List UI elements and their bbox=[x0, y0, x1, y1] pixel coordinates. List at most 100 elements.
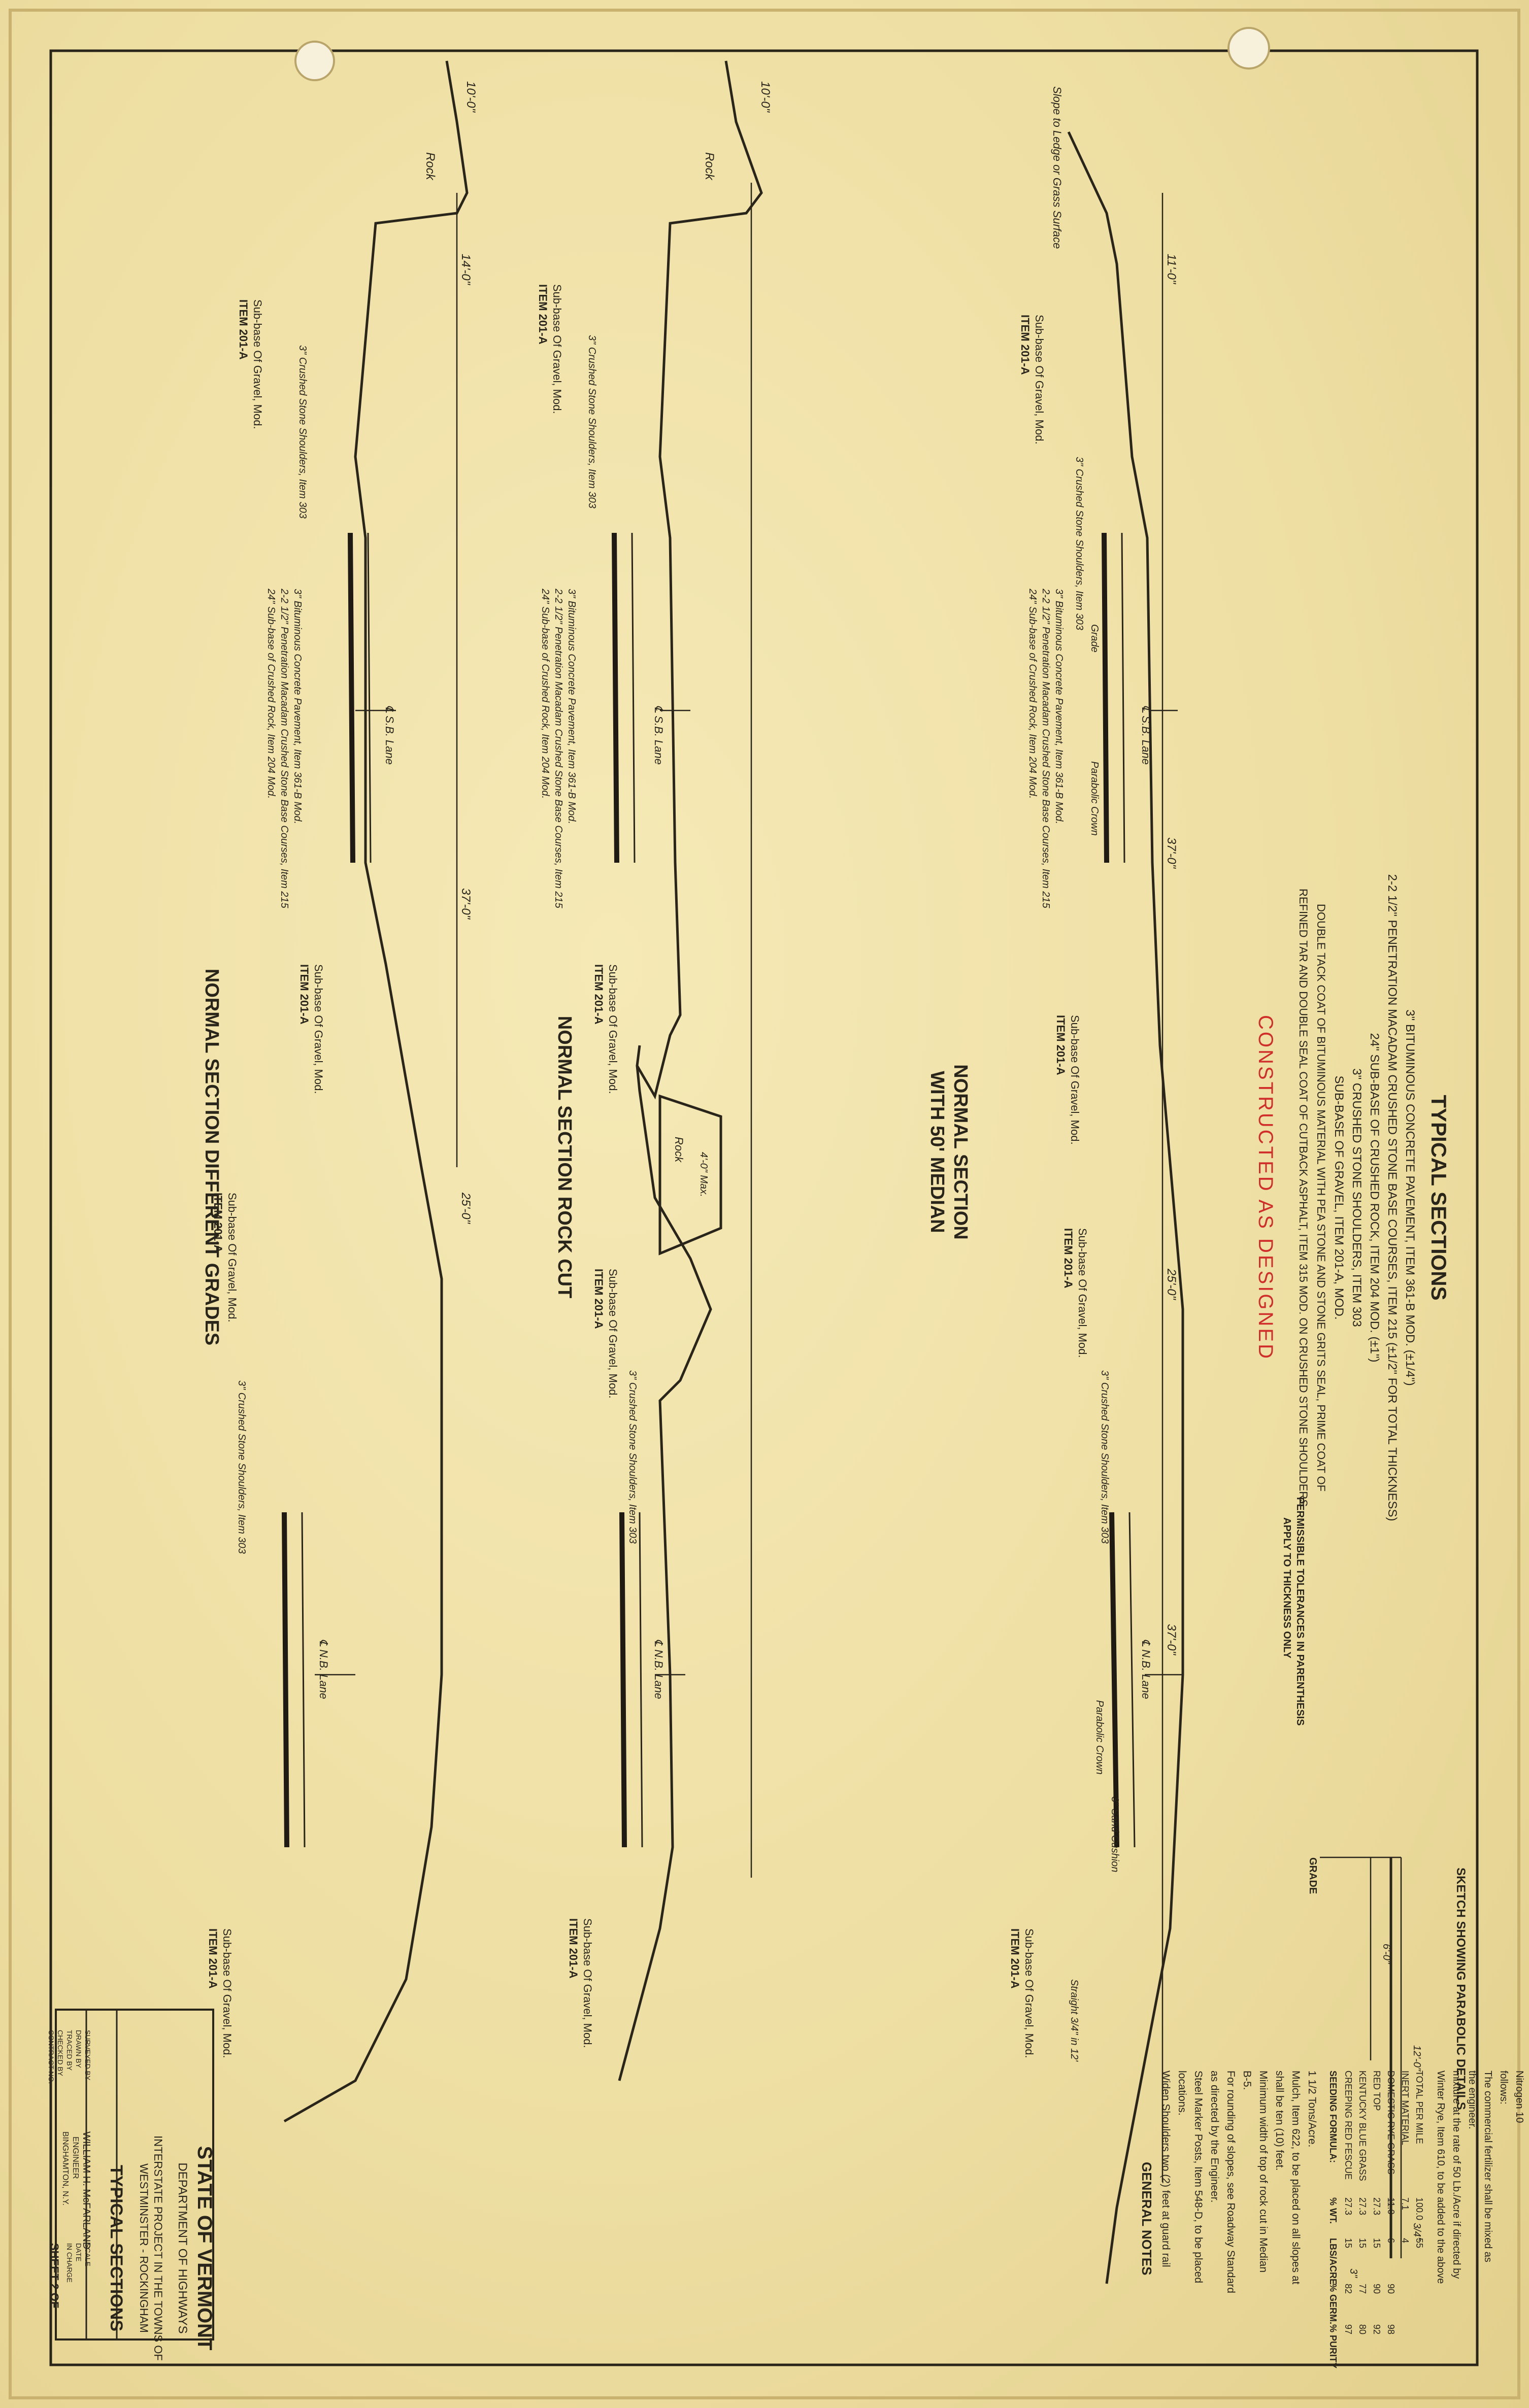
s1-shoulder2-group: 3" Crushed Stone Shoulders, Item 303 bbox=[1099, 1370, 1110, 1544]
subbase-label: Sub-base Of Gravel, Mod. bbox=[226, 1193, 239, 1322]
title-block-field: SURVEYED BY bbox=[84, 2030, 92, 2081]
s3-sb-lane-group: ℄ S.B. Lane bbox=[383, 705, 396, 765]
seeding-cell: 15 bbox=[1357, 2238, 1368, 2248]
pavement-note: 3" BITUMINOUS CONCRETE PAVEMENT, ITEM 36… bbox=[1403, 1009, 1417, 1385]
parabolic-grade-label: GRADE bbox=[1307, 1857, 1318, 1894]
subbase-label: Sub-base Of Gravel, Mod. bbox=[607, 1269, 619, 1399]
subbase-label: Sub-base Of Gravel, Mod. bbox=[1023, 1928, 1036, 2058]
subbase-label: Sub-base Of Gravel, Mod. bbox=[1076, 1228, 1089, 1358]
section-title-grades-group: NORMAL SECTION DIFFERENT GRADES bbox=[201, 969, 222, 1345]
nb-lane-label: ℄ N.B. Lane bbox=[652, 1639, 665, 1699]
parabolic-crown-label: Parabolic Crown bbox=[1089, 761, 1100, 836]
seeding-cell: 7.1 bbox=[1400, 2197, 1410, 2210]
subbase-label: Sub-base Of Gravel, Mod. bbox=[221, 1928, 234, 2058]
general-note-line: as directed by the Engineer. bbox=[1209, 2071, 1220, 2202]
s3-shoulder-group: 3" Crushed Stone Shoulders, Item 303 bbox=[297, 345, 308, 519]
s3-dim-top-group: 10'-0" bbox=[464, 81, 478, 113]
bit-concrete-label: 3" Bituminous Concrete Pavement, Item 36… bbox=[566, 589, 577, 824]
seeding-cell: 27.3 bbox=[1343, 2197, 1353, 2215]
crushed-rock-label: 24" Sub-base of Crushed Rock, Item 204 M… bbox=[1027, 588, 1038, 799]
item-label: ITEM 201-A bbox=[1054, 1015, 1067, 1075]
title-block-field: SCALE bbox=[84, 2243, 92, 2266]
s2-subbase-group: Sub-base Of Gravel, Mod. ITEM 201-A bbox=[537, 284, 563, 414]
rock-label: Rock bbox=[703, 152, 716, 181]
item-label: ITEM 201-A bbox=[237, 299, 250, 360]
seeding-cell: 92 bbox=[1372, 2324, 1382, 2334]
s1-slope-label-group: Slope to Ledge or Grass Surface bbox=[1051, 86, 1063, 249]
item-label: ITEM 201-A bbox=[212, 1193, 224, 1253]
rock-label: Rock bbox=[673, 1137, 685, 1163]
parabolic-grade-group: GRADE bbox=[1307, 1857, 1318, 1894]
s1-nb-lane-group: ℄ N.B. Lane bbox=[1140, 1639, 1152, 1699]
s1-grade-group: Grade bbox=[1089, 624, 1100, 653]
seeding-cell: 15 bbox=[1343, 2238, 1353, 2248]
parabolic-sketch-title: SKETCH SHOWING PARABOLIC DETAILS bbox=[1454, 1868, 1468, 2110]
subbase-label: Sub-base Of Gravel, Mod. bbox=[581, 1918, 594, 2048]
s1-subbase4-group: Sub-base Of Gravel, Mod. ITEM 201-A bbox=[1009, 1928, 1036, 2058]
section-grades-pavement-nb bbox=[282, 1512, 289, 1848]
sb-lane-label: ℄ S.B. Lane bbox=[383, 705, 396, 765]
rock-label: Rock bbox=[423, 152, 437, 181]
title-block-engineer: BINGHAMTON, N.Y. bbox=[61, 2131, 70, 2206]
s2-shoulder2-group: 3" Crushed Stone Shoulders, Item 303 bbox=[627, 1370, 638, 1544]
section-median-pavement-nb bbox=[1109, 1512, 1119, 1848]
seeding-cell: KENTUCKY BLUE GRASS bbox=[1357, 2071, 1368, 2181]
s2-rock-median-group: Rock bbox=[673, 1137, 685, 1163]
pavement-note: 3" CRUSHED STONE SHOULDERS, ITEM 303 bbox=[1350, 1068, 1364, 1327]
title-block-state: STATE OF VERMONT bbox=[193, 2146, 216, 2351]
section-median-ground-line bbox=[1067, 131, 1184, 2284]
tolerance-note-line: PERMISSIBLE TOLERANCES IN PARENTHESIS bbox=[1294, 1497, 1306, 1725]
title-block-project: INTERSTATE PROJECT IN THE TOWNS OF bbox=[152, 2135, 164, 2361]
section-rockcut-base-nb bbox=[639, 1512, 643, 1848]
s2-sb-lane-group: ℄ S.B. Lane bbox=[652, 705, 665, 765]
seeding-cell: 77 bbox=[1357, 2284, 1368, 2294]
section-median-drawing bbox=[1067, 131, 1184, 2284]
binding-hole-left bbox=[294, 41, 335, 81]
subbase-label: Sub-base Of Gravel, Mod. bbox=[551, 284, 563, 414]
s3-subbase4-group: Sub-base Of Gravel, Mod. ITEM 201-A bbox=[207, 1928, 234, 2058]
subbase-label: Sub-base Of Gravel, Mod. bbox=[1069, 1015, 1081, 1145]
section-grades-ground-line bbox=[283, 60, 469, 2123]
nb-lane-label: ℄ N.B. Lane bbox=[1140, 1639, 1152, 1699]
title-block-project: WESTMINSTER - ROCKINGHAM bbox=[138, 2163, 150, 2333]
seeding-cell: 90 bbox=[1386, 2284, 1396, 2294]
general-note-line: For rounding of slopes, see Roadway Stan… bbox=[1225, 2071, 1237, 2293]
pavement-note-2-group: 24" SUB-BASE OF CRUSHED ROCK, ITEM 204 M… bbox=[1368, 1033, 1381, 1363]
seeding-header-cell: LBS/ACRE bbox=[1328, 2238, 1338, 2285]
shoulder-label: 3" Crushed Stone Shoulders, Item 303 bbox=[1074, 457, 1085, 630]
s1-bitconc-label-group: 3" Bituminous Concrete Pavement, Item 36… bbox=[1027, 588, 1065, 909]
section-rockcut-pavement-sb bbox=[612, 532, 619, 863]
subbase-label: Sub-base Of Gravel, Mod. bbox=[312, 964, 325, 1094]
seeding-note-line: Winter Rye, Item 610, to be added to the… bbox=[1435, 2071, 1446, 2284]
crushed-rock-label: 24" Sub-base of Crushed Rock, Item 204 M… bbox=[265, 588, 277, 799]
s3-subbase3-group: Sub-base Of Gravel, Mod. ITEM 201-A bbox=[212, 1193, 239, 1322]
title-block-field: TRACED BY bbox=[65, 2030, 74, 2071]
s2-subbase4-group: Sub-base Of Gravel, Mod. ITEM 201-A bbox=[567, 1918, 594, 2048]
s3-layers-group: 3" Bituminous Concrete Pavement, Item 36… bbox=[265, 588, 303, 909]
s2-dim-top-group: 10'-0" bbox=[758, 81, 772, 113]
seeding-cell: CREEPING RED FESCUE bbox=[1343, 2071, 1353, 2180]
title-block-box bbox=[55, 2009, 214, 2341]
main-title: TYPICAL SECTIONS bbox=[1427, 1095, 1451, 1300]
item-label: ITEM 201-A bbox=[1019, 315, 1032, 375]
dim-label: 4'-0" Max. bbox=[698, 1152, 709, 1197]
shoulder-label: 3" Crushed Stone Shoulders, Item 303 bbox=[297, 345, 308, 519]
section-title-rockcut: NORMAL SECTION ROCK CUT bbox=[554, 1016, 575, 1299]
tolerance-group: PERMISSIBLE TOLERANCES IN PARENTHESIS AP… bbox=[1281, 1497, 1306, 1725]
section-median-base-sb bbox=[1121, 532, 1125, 863]
seeding-header-cell: % PURITY bbox=[1328, 2324, 1338, 2368]
shoulder-label: 3" Crushed Stone Shoulders, Item 303 bbox=[627, 1370, 638, 1544]
general-notes-heading: GENERAL NOTES bbox=[1139, 2162, 1154, 2275]
title-block-engineer: WILLIAM H. McFARLAND bbox=[81, 2131, 92, 2249]
pavement-note: 24" SUB-BASE OF CRUSHED ROCK, ITEM 204 M… bbox=[1368, 1033, 1381, 1363]
general-note-line: locations. bbox=[1176, 2071, 1188, 2116]
seeding-cell: 4 bbox=[1400, 2238, 1410, 2243]
s2-rock-group: Rock bbox=[703, 152, 716, 181]
pavement-note: REFINED TAR AND DOUBLE SEAL COAT OF CUTB… bbox=[1297, 889, 1310, 1507]
s1-dim-group: 11'-0" 37'-0" 25'-0" 37'-0" bbox=[1165, 254, 1178, 1656]
s1-crown2-group: Parabolic Crown bbox=[1094, 1700, 1105, 1775]
general-note-line: Mulch, Item 622, to be placed on all slo… bbox=[1290, 2071, 1302, 2285]
constructed-as-designed-stamp: CONSTRUCTED AS DESIGNED bbox=[1254, 1015, 1277, 1361]
